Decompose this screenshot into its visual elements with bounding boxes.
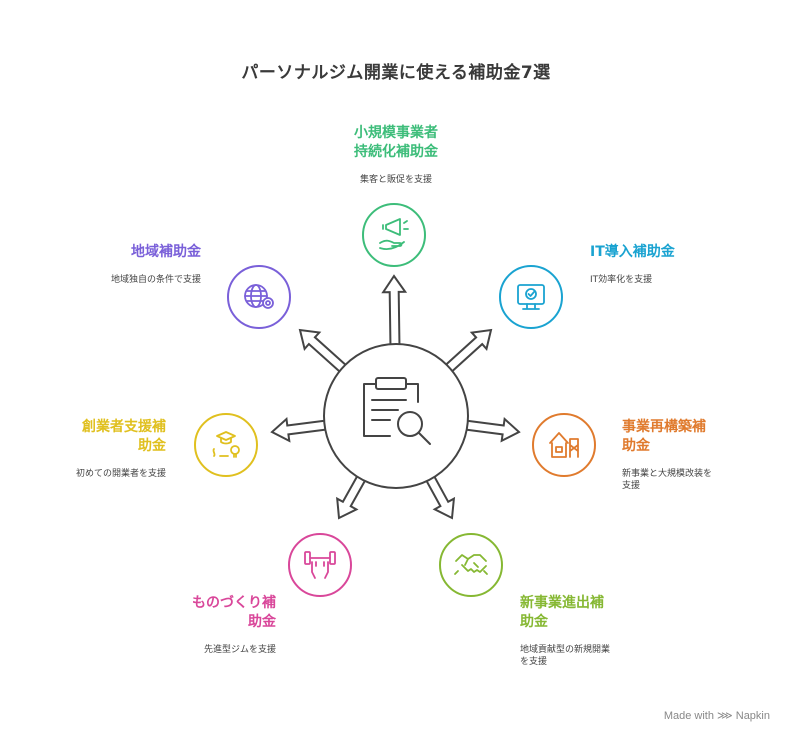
label-shokibo: 小規模事業者持続化補助金 (321, 124, 471, 162)
dumbbell-hands-icon (304, 551, 336, 579)
label-line: 新事業進出補 (520, 595, 604, 611)
napkin-brand-text: Napkin (735, 710, 770, 722)
label-monozukuri: ものづくり補助金 (126, 594, 276, 632)
node-circle-sougyou (194, 413, 258, 477)
node-circle-monozukuri (288, 533, 352, 597)
desc-it: IT効率化を支援 (590, 274, 740, 286)
label-line: 助金 (622, 438, 650, 454)
building-renovation-icon (549, 432, 579, 458)
label-line: IT導入補助金 (590, 244, 675, 260)
subsidy-nodes (194, 203, 596, 597)
desc-line: 地域貢献型の新規開業 (520, 645, 611, 655)
label-line: 助金 (248, 614, 276, 630)
label-line: 創業者支援補 (82, 419, 166, 435)
label-line: 助金 (520, 614, 548, 630)
desc-line: 初めての開業者を支援 (75, 469, 166, 479)
napkin-branding: Made with ⋙ Napkin (664, 709, 770, 722)
node-circle-shokibo (362, 203, 426, 267)
node-chiiki (227, 265, 291, 329)
globe-certificate-icon (244, 284, 274, 309)
hub-circle (323, 343, 469, 489)
label-line: 事業再構築補 (622, 419, 706, 435)
clipboard-search-icon (363, 377, 431, 445)
label-line: 小規模事業者 (354, 125, 438, 141)
node-it (499, 265, 563, 329)
graduation-idea-icon (212, 431, 240, 458)
monitor-check-icon (517, 284, 545, 310)
desc-line: を支援 (520, 657, 548, 667)
label-sougyou: 創業者支援補助金 (16, 418, 166, 456)
node-saikouchiku (532, 413, 596, 477)
page-title: パーソナルジム開業に使える補助金7選 (241, 63, 551, 83)
desc-line: 地域独自の条件で支援 (110, 275, 201, 285)
node-circle-shinjigyou (439, 533, 503, 597)
napkin-logo-icon: ⋙ (717, 710, 733, 722)
desc-sougyou: 初めての開業者を支援 (16, 468, 166, 480)
label-saikouchiku: 事業再構築補助金 (622, 418, 772, 456)
desc-chiiki: 地域独自の条件で支援 (51, 274, 201, 286)
label-shinjigyou: 新事業進出補助金 (520, 594, 670, 632)
label-it: IT導入補助金 (590, 243, 740, 262)
node-circle-chiiki (227, 265, 291, 329)
label-chiiki: 地域補助金 (51, 243, 201, 262)
node-monozukuri (288, 533, 352, 597)
desc-line: IT効率化を支援 (590, 275, 653, 285)
node-circle-it (499, 265, 563, 329)
node-shokibo (362, 203, 426, 267)
desc-shokibo: 集客と販促を支援 (321, 174, 471, 186)
desc-monozukuri: 先進型ジムを支援 (126, 644, 276, 656)
desc-line: 支援 (622, 481, 641, 491)
desc-line: 先進型ジムを支援 (203, 645, 276, 655)
label-line: 持続化補助金 (354, 144, 438, 160)
node-shinjigyou (439, 533, 503, 597)
desc-line: 集客と販促を支援 (359, 175, 432, 185)
handshake-icon (454, 554, 488, 575)
central-hub (323, 343, 469, 489)
label-line: 助金 (138, 438, 166, 454)
node-circle-saikouchiku (532, 413, 596, 477)
desc-shinjigyou: 地域貢献型の新規開業を支援 (520, 644, 670, 668)
megaphone-hand-icon (379, 218, 409, 250)
node-sougyou (194, 413, 258, 477)
made-with-text: Made with (663, 710, 714, 722)
desc-saikouchiku: 新事業と大規模改装を支援 (622, 468, 772, 492)
desc-line: 新事業と大規模改装を (622, 469, 713, 479)
label-line: ものづくり補 (192, 595, 276, 611)
label-line: 地域補助金 (131, 244, 201, 260)
